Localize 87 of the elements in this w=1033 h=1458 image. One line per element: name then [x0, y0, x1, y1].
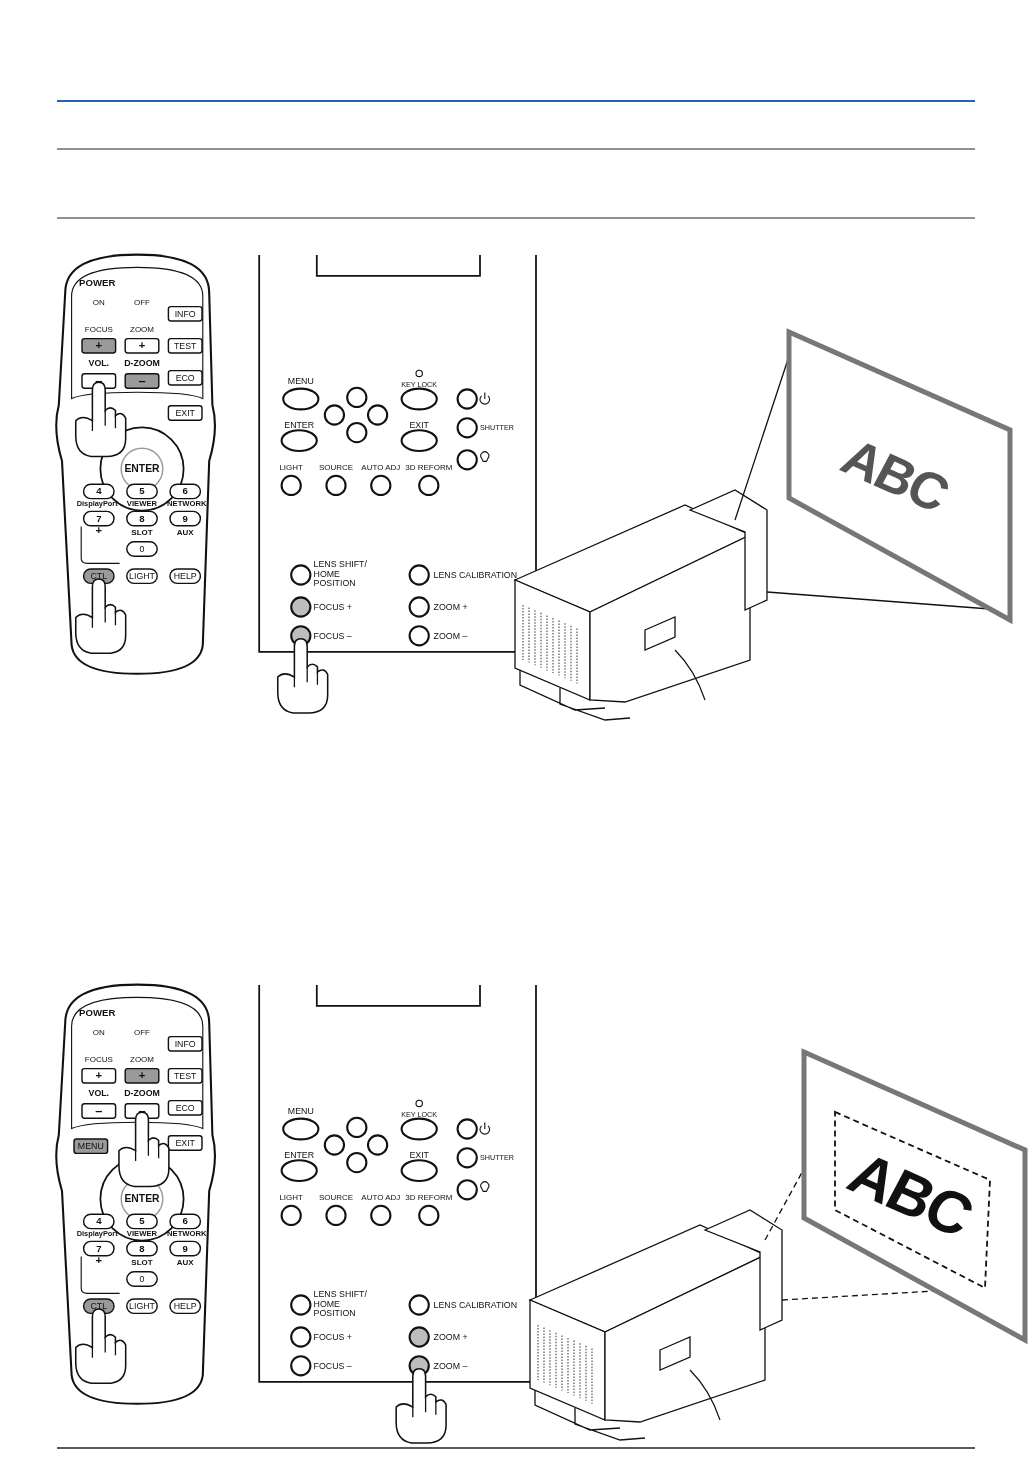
button-label: + [95, 525, 103, 537]
button-label: D-ZOOM [124, 359, 160, 368]
button-label: ZOOM + [433, 602, 468, 612]
button-label: FOCUS [84, 1055, 113, 1064]
button-label: HELP [173, 571, 197, 581]
button-label: VOL. [88, 1089, 110, 1098]
button-label: 0 [139, 544, 145, 554]
button-label: 7 [96, 1243, 102, 1254]
button-label: SLOT [131, 529, 153, 537]
screen-text: ABC [839, 1143, 981, 1247]
button-label: LIGHT [279, 1193, 303, 1202]
button-label: + [138, 340, 146, 352]
button-label: 9 [182, 513, 188, 524]
button-label: AUTO ADJ [361, 1193, 401, 1202]
button-label: POWER [79, 278, 116, 289]
button-label: FOCUS – [313, 631, 352, 641]
button-label: + [138, 1070, 146, 1082]
button-label: EXIT [409, 1150, 429, 1159]
button-label: MENU [287, 1107, 314, 1116]
button-label: MENU [77, 1141, 104, 1151]
button-label: + [95, 1255, 103, 1267]
button-label: ENTER [124, 1193, 160, 1205]
button-label: ZOOM + [433, 1332, 468, 1342]
button-label: INFO [174, 1039, 196, 1049]
button-label: ON [92, 1028, 105, 1037]
button-label: 8 [139, 1243, 145, 1254]
button-label: ZOOM – [433, 1361, 468, 1371]
button-label: – [138, 374, 146, 388]
button-label: 7 [96, 513, 102, 524]
button-label: D-ZOOM [124, 1089, 160, 1098]
button-label: 6 [182, 1216, 188, 1227]
button-label: AUX [176, 1259, 194, 1267]
button-label: EXIT [175, 408, 195, 418]
button-label: LENS CALIBRATION [433, 1300, 518, 1310]
button-label: TEST [173, 341, 197, 351]
button-label: INFO [174, 309, 196, 319]
button-label: ZOOM – [433, 631, 468, 641]
button-label: ENTER [284, 1150, 315, 1159]
button-label: 4 [96, 486, 102, 497]
button-label: EXIT [409, 420, 429, 429]
button-label: FOCUS + [313, 602, 352, 612]
button-label: + [95, 1070, 103, 1082]
button-label: 0 [139, 1274, 145, 1284]
button-label: OFF [134, 1028, 150, 1037]
button-label: 6 [182, 486, 188, 497]
button-label: EXIT [175, 1138, 195, 1148]
button-label: FOCUS [84, 325, 113, 334]
button-label: LIGHT [129, 1301, 155, 1311]
button-label: POWER [79, 1008, 116, 1019]
button-label: LIGHT [129, 571, 155, 581]
button-label: FOCUS – [313, 1361, 352, 1371]
button-label: ZOOM [130, 325, 154, 334]
screen-text: ABC [834, 430, 956, 520]
button-label: 3D REFORM [405, 1193, 453, 1202]
button-label: MENU [287, 377, 314, 386]
button-label: 4 [96, 1216, 102, 1227]
button-label: ECO [175, 373, 195, 383]
button-label: LENS SHIFT/ HOME POSITION [313, 560, 368, 590]
button-label: LENS SHIFT/ HOME POSITION [313, 1290, 368, 1320]
button-label: AUTO ADJ [361, 463, 401, 472]
button-label: ENTER [284, 420, 315, 429]
button-label: SLOT [131, 1259, 153, 1267]
button-label: 3D REFORM [405, 463, 453, 472]
button-label: SOURCE [318, 463, 354, 472]
button-label: 5 [139, 1216, 145, 1227]
button-label: 9 [182, 1243, 188, 1254]
button-label: – [95, 374, 103, 388]
button-label: 5 [139, 486, 145, 497]
button-label: LIGHT [279, 463, 303, 472]
button-label: LENS CALIBRATION [433, 570, 518, 580]
button-label: + [95, 340, 103, 352]
button-label: SOURCE [318, 1193, 354, 1202]
button-label: CTL [90, 1301, 108, 1311]
button-label: FOCUS + [313, 1332, 352, 1342]
button-label: ZOOM [130, 1055, 154, 1064]
button-label: 8 [139, 513, 145, 524]
button-label: – [95, 1104, 103, 1118]
button-label: TEST [173, 1071, 197, 1081]
button-label: HELP [173, 1301, 197, 1311]
button-label: – [138, 1104, 146, 1118]
button-label: OFF [134, 298, 150, 307]
button-label: ON [92, 298, 105, 307]
button-label: CTL [90, 571, 108, 581]
button-label: VOL. [88, 359, 110, 368]
button-label: ECO [175, 1103, 195, 1113]
button-label: AUX [176, 529, 194, 537]
button-label: ENTER [124, 463, 160, 475]
